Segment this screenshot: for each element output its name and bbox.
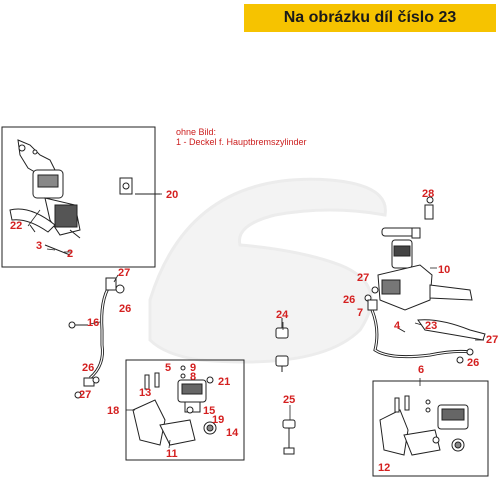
part-label-10[interactable]: 10 bbox=[438, 264, 451, 276]
part-label-27-right-top[interactable]: 27 bbox=[357, 272, 370, 284]
caliper-left-part bbox=[132, 365, 217, 446]
part-label-27-left-bottom[interactable]: 27 bbox=[79, 389, 92, 401]
note-line-1: ohne Bild: bbox=[176, 127, 217, 137]
leader-lines-general bbox=[89, 193, 484, 449]
part-label-26-right-top[interactable]: 26 bbox=[343, 294, 356, 306]
part-label-19[interactable]: 19 bbox=[212, 414, 225, 426]
part-label-20[interactable]: 20 bbox=[166, 189, 179, 201]
part-label-13[interactable]: 13 bbox=[139, 387, 152, 399]
part-label-12[interactable]: 12 bbox=[378, 462, 391, 474]
part-label-21[interactable]: 21 bbox=[218, 376, 231, 388]
part-label-28[interactable]: 28 bbox=[422, 188, 435, 200]
part-label-11[interactable]: 11 bbox=[166, 448, 178, 460]
part-label-7[interactable]: 7 bbox=[357, 307, 364, 319]
part-label-4[interactable]: 4 bbox=[394, 320, 401, 332]
part-label-3[interactable]: 3 bbox=[36, 240, 43, 252]
part-label-15[interactable]: 15 bbox=[203, 405, 216, 417]
part-label-14[interactable]: 14 bbox=[226, 427, 239, 439]
inset-box-master-cylinder bbox=[1, 126, 156, 268]
part-label-8[interactable]: 8 bbox=[190, 371, 197, 383]
part-label-25[interactable]: 25 bbox=[283, 394, 296, 406]
part-label-26-left-bottom[interactable]: 26 bbox=[82, 362, 95, 374]
part-label-27-right-bottom[interactable]: 27 bbox=[486, 334, 499, 346]
inset-box-caliper-right bbox=[372, 380, 489, 477]
part-label-23[interactable]: 23 bbox=[425, 320, 438, 332]
part-label-2[interactable]: 2 bbox=[67, 248, 74, 260]
part-label-5[interactable]: 5 bbox=[165, 362, 172, 374]
master-cylinder-part bbox=[9, 139, 160, 256]
part-label-18[interactable]: 18 bbox=[107, 405, 120, 417]
part-label-9[interactable]: 9 bbox=[190, 362, 197, 374]
part-label-26-right-bottom[interactable]: 26 bbox=[467, 357, 480, 369]
master-cylinder-right-part bbox=[364, 196, 486, 341]
caliper-right-part bbox=[379, 395, 469, 456]
brake-hose-right bbox=[367, 299, 474, 364]
brake-hose-left bbox=[68, 277, 125, 399]
note-line-2: 1 - Deckel f. Hauptbremszylinder bbox=[176, 137, 307, 147]
part-label-24[interactable]: 24 bbox=[276, 309, 289, 321]
watermark-logo bbox=[148, 177, 387, 364]
note-not-pictured: ohne Bild: 1 - Deckel f. Hauptbremszylin… bbox=[176, 127, 307, 147]
part-label-16[interactable]: 16 bbox=[87, 317, 100, 329]
part-label-6[interactable]: 6 bbox=[418, 364, 425, 376]
part-label-22[interactable]: 22 bbox=[10, 220, 23, 232]
leader-lines bbox=[27, 209, 72, 253]
part-number-banner: Na obrázku díl číslo 23 bbox=[244, 4, 496, 32]
part-label-26-left-top[interactable]: 26 bbox=[119, 303, 132, 315]
bolts-middle bbox=[275, 318, 296, 455]
part-label-27-left-top[interactable]: 27 bbox=[118, 267, 131, 279]
